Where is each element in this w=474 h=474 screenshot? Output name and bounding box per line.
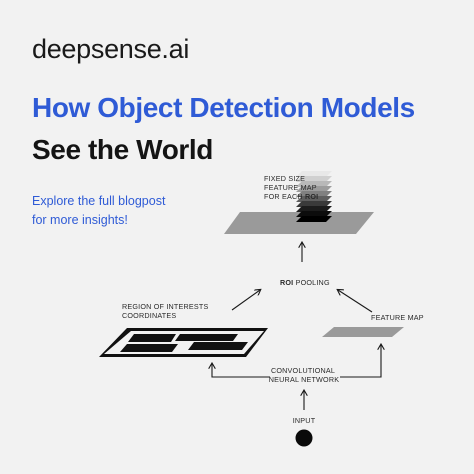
- fixed-size-feature-stack: [296, 171, 332, 222]
- fixed-size-label-line-2: FEATURE MAP: [264, 183, 317, 192]
- headline-line-1: How Object Detection Models: [32, 92, 415, 123]
- headline-line-2: See the World: [32, 134, 213, 165]
- roi-box: [120, 344, 178, 352]
- roi-box: [188, 342, 248, 350]
- cta-text[interactable]: Explore the full blogpost for more insig…: [32, 192, 165, 230]
- fixed-size-label-line-1: FIXED SIZE: [264, 174, 305, 183]
- fixed-size-label-prefix: FOR EACH: [264, 192, 305, 201]
- cnn-label-line-2: NEURAL NETWORK: [269, 375, 339, 384]
- arrow-cnn-to-region: [212, 364, 270, 378]
- roi-pooling-rest: POOLING: [293, 278, 330, 287]
- brand-logo-text: deepsense.ai: [32, 34, 190, 64]
- cta-line-2: for more insights!: [32, 213, 128, 227]
- roi-pooling-label: ROI POOLING: [280, 278, 330, 287]
- roi-box: [128, 334, 176, 342]
- fixed-size-label: FIXED SIZE FEATURE MAP FOR EACH ROI: [264, 174, 319, 201]
- fixed-size-label-line-3: FOR EACH ROI: [264, 192, 318, 201]
- arrow-cnn-to-feature-map: [340, 345, 381, 378]
- cnn-label: CONVOLUTIONAL NEURAL NETWORK: [269, 366, 339, 384]
- feature-map-plane: [322, 327, 404, 337]
- region-label-line-1: REGION OF INTERESTS: [122, 302, 208, 311]
- output-plane: [224, 212, 374, 234]
- region-of-interests-label: REGION OF INTERESTS COORDINATES: [122, 302, 211, 320]
- fixed-size-label-roi: ROI: [305, 192, 318, 201]
- region-label-line-2: COORDINATES: [122, 311, 176, 320]
- input-label: INPUT: [293, 416, 316, 425]
- feature-map-label: FEATURE MAP: [371, 313, 424, 322]
- roi-pooling-bold: ROI: [280, 278, 293, 287]
- arrow-feature-to-pooling: [338, 290, 373, 313]
- region-of-interests-plane: [99, 328, 268, 357]
- arrow-region-to-pooling: [231, 290, 260, 311]
- roi-box: [175, 334, 238, 341]
- input-node: [295, 429, 313, 447]
- cta-line-1: Explore the full blogpost: [32, 194, 166, 208]
- cnn-label-line-1: CONVOLUTIONAL: [271, 366, 335, 375]
